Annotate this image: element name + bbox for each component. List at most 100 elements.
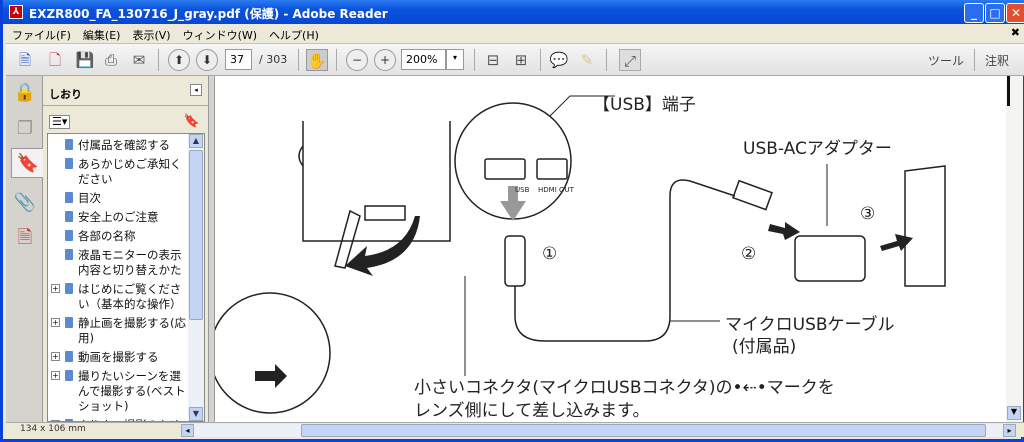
toolbar: 🗎 🗋 💾 ⎙ ✉ ⬆ ⬇ 37 / 303 ✋ − + 200% ▾ ⊟ ⊞ … bbox=[6, 44, 1024, 76]
tools-button[interactable]: ツール bbox=[928, 54, 965, 68]
scroll-thumb[interactable] bbox=[189, 150, 203, 320]
bookmark-item[interactable]: あらかじめご承知ください bbox=[48, 157, 188, 187]
bookmark-item[interactable]: + 撮りたいシーンを選んで撮影する(ベストショット) bbox=[48, 369, 188, 414]
bookmark-label: 液晶モニターの表示内容と切り替えかた bbox=[78, 248, 182, 277]
bookmark-label: 撮りたいシーンを選んで撮影する(ベストショット) bbox=[78, 369, 186, 413]
divider bbox=[974, 49, 975, 71]
scroll-thumb[interactable] bbox=[301, 424, 986, 437]
step-2-label: ② bbox=[741, 244, 757, 264]
bookmark-icon bbox=[65, 230, 73, 241]
usb-port-label: 【USB】端子 bbox=[593, 95, 696, 115]
usb-connection-illustration bbox=[215, 95, 946, 414]
page-number-input[interactable]: 37 bbox=[225, 49, 252, 70]
status-bar: 134 x 106 mm ◂ ▸ bbox=[6, 422, 1024, 437]
menu-help[interactable]: ヘルプ(H) bbox=[269, 29, 319, 42]
bookmarks-icon[interactable]: 🔖 bbox=[11, 148, 44, 178]
bookmark-tool-icon[interactable]: 🔖 bbox=[183, 114, 200, 129]
menu-view[interactable]: 表示(V) bbox=[132, 29, 171, 42]
scroll-down-icon[interactable]: ▼ bbox=[189, 407, 203, 421]
bookmark-tree: 付属品を確認するあらかじめご承知ください目次安全上のご注意各部の名称液晶モニター… bbox=[47, 133, 205, 422]
lock-icon[interactable]: 🔒 bbox=[13, 82, 37, 103]
expand-icon[interactable]: + bbox=[51, 284, 60, 293]
expand-icon[interactable]: + bbox=[51, 371, 60, 380]
step-3-label: ③ bbox=[860, 204, 876, 224]
bookmark-label: はじめにご覧ください（基本的な操作） bbox=[78, 282, 182, 311]
bookmark-item[interactable]: + 動画を撮影する bbox=[48, 350, 188, 365]
bookmark-icon bbox=[65, 351, 73, 362]
comment-icon[interactable]: 💬 bbox=[549, 51, 569, 69]
bookmark-item[interactable]: +静止画を撮影する(応用) bbox=[48, 316, 188, 346]
bookmark-icon bbox=[65, 139, 73, 150]
scroll-right-icon[interactable]: ▸ bbox=[1003, 424, 1016, 437]
collapse-panel-icon[interactable]: ◂ bbox=[190, 84, 202, 96]
menu-edit[interactable]: 編集(E) bbox=[82, 29, 121, 42]
zoom-input[interactable]: 200% bbox=[401, 49, 446, 70]
bookmark-icon bbox=[65, 158, 73, 169]
note-line-1: 小さいコネクタ(マイクロUSBコネクタ)の•⇠•マークを bbox=[414, 378, 835, 398]
hdmi-port-text: HDMI OUT bbox=[538, 186, 574, 194]
bookmark-icon bbox=[65, 192, 73, 203]
bookmark-item[interactable]: 液晶モニターの表示内容と切り替えかた bbox=[48, 248, 188, 278]
bookmark-item[interactable]: + はじめにご覧ください（基本的な操作） bbox=[48, 282, 188, 312]
full-screen-icon[interactable]: ⤢ bbox=[619, 49, 641, 71]
zoom-dropdown-chevron-icon[interactable]: ▾ bbox=[446, 49, 464, 70]
hand-tool-icon[interactable]: ✋ bbox=[306, 49, 328, 71]
print-icon[interactable]: ⎙ bbox=[104, 51, 117, 69]
bookmark-scrollbar[interactable]: ▲ ▼ bbox=[188, 134, 204, 421]
note-line-2: レンズ側にして差し込みます。 bbox=[414, 401, 650, 421]
bookmark-label: 付属品を確認する bbox=[78, 138, 170, 152]
divider bbox=[158, 49, 159, 71]
highlight-text-icon[interactable]: ✎ bbox=[580, 51, 594, 69]
comment-button[interactable]: 注釈 bbox=[985, 54, 1010, 68]
expand-icon[interactable]: + bbox=[51, 352, 60, 361]
maximize-button[interactable]: □ bbox=[985, 3, 1005, 23]
fit-width-icon[interactable]: ⊟ bbox=[486, 51, 500, 69]
expand-icon[interactable]: + bbox=[51, 318, 60, 327]
zoom-out-button[interactable]: − bbox=[346, 49, 368, 71]
document-properties-icon[interactable]: 🗎 bbox=[17, 227, 33, 248]
bookmark-label: 動画を撮影する bbox=[78, 350, 159, 364]
bookmark-icon bbox=[65, 317, 73, 328]
zoom-in-button[interactable]: + bbox=[374, 49, 396, 71]
bookmark-item[interactable]: 各部の名称 bbox=[48, 229, 188, 244]
save-icon[interactable]: 💾 bbox=[75, 51, 95, 69]
document-vertical-scrollbar[interactable]: ▼ bbox=[1006, 76, 1023, 422]
email-icon[interactable]: ✉ bbox=[132, 51, 146, 69]
expand-icon[interactable]: + bbox=[51, 420, 60, 421]
bookmark-item[interactable]: 目次 bbox=[48, 191, 188, 206]
divider bbox=[474, 49, 475, 71]
close-document-icon[interactable]: ✖ bbox=[1010, 26, 1020, 39]
bookmarks-panel: しおり ◂ ☰▾ 🔖 付属品を確認するあらかじめご承知ください目次安全上のご注意各… bbox=[43, 76, 208, 422]
open-icon[interactable]: 🗎 bbox=[18, 51, 32, 69]
panel-splitter[interactable] bbox=[208, 76, 215, 422]
navigation-pane-strip: 🔒 ❐ 🔖 📎 🗎 bbox=[6, 76, 44, 422]
step-1-label: ① bbox=[542, 244, 558, 264]
create-pdf-icon[interactable]: 🗋 bbox=[48, 51, 62, 69]
scroll-down-icon[interactable]: ▼ bbox=[1007, 406, 1021, 420]
bookmark-label: 安全上のご注意 bbox=[78, 210, 159, 224]
page-thumbnails-icon[interactable]: ❐ bbox=[16, 118, 34, 139]
document-horizontal-scrollbar[interactable]: ◂ ▸ bbox=[181, 424, 1016, 437]
divider bbox=[606, 49, 607, 71]
attachments-icon[interactable]: 📎 bbox=[13, 192, 37, 213]
fit-page-icon[interactable]: ⊞ bbox=[514, 51, 528, 69]
options-menu-icon[interactable]: ☰▾ bbox=[49, 115, 71, 129]
menu-window[interactable]: ウィンドウ(W) bbox=[182, 29, 258, 42]
bookmark-item[interactable]: +よりよい撮影のための設定(REC MENU) bbox=[48, 418, 188, 421]
next-page-button[interactable]: ⬇ bbox=[196, 49, 218, 71]
cable-accessory-label: (付属品) bbox=[732, 337, 797, 357]
close-button[interactable]: ✕ bbox=[1006, 3, 1024, 23]
scroll-left-icon[interactable]: ◂ bbox=[181, 424, 194, 437]
divider bbox=[298, 49, 299, 71]
minimize-button[interactable]: _ bbox=[964, 3, 984, 23]
panel-title: しおり bbox=[49, 88, 82, 101]
bookmark-item[interactable]: 安全上のご注意 bbox=[48, 210, 188, 225]
bookmark-item[interactable]: 付属品を確認する bbox=[48, 138, 188, 153]
bookmark-label: 各部の名称 bbox=[78, 229, 136, 243]
document-view: 【USB】端子 USB-ACアダプター ① ② ③ USB HDMI OUT マ… bbox=[215, 76, 1006, 422]
page-total: / 303 bbox=[259, 53, 288, 66]
previous-page-button[interactable]: ⬆ bbox=[168, 49, 190, 71]
scroll-up-icon[interactable]: ▲ bbox=[189, 134, 203, 148]
menu-file[interactable]: ファイル(F) bbox=[12, 29, 71, 42]
